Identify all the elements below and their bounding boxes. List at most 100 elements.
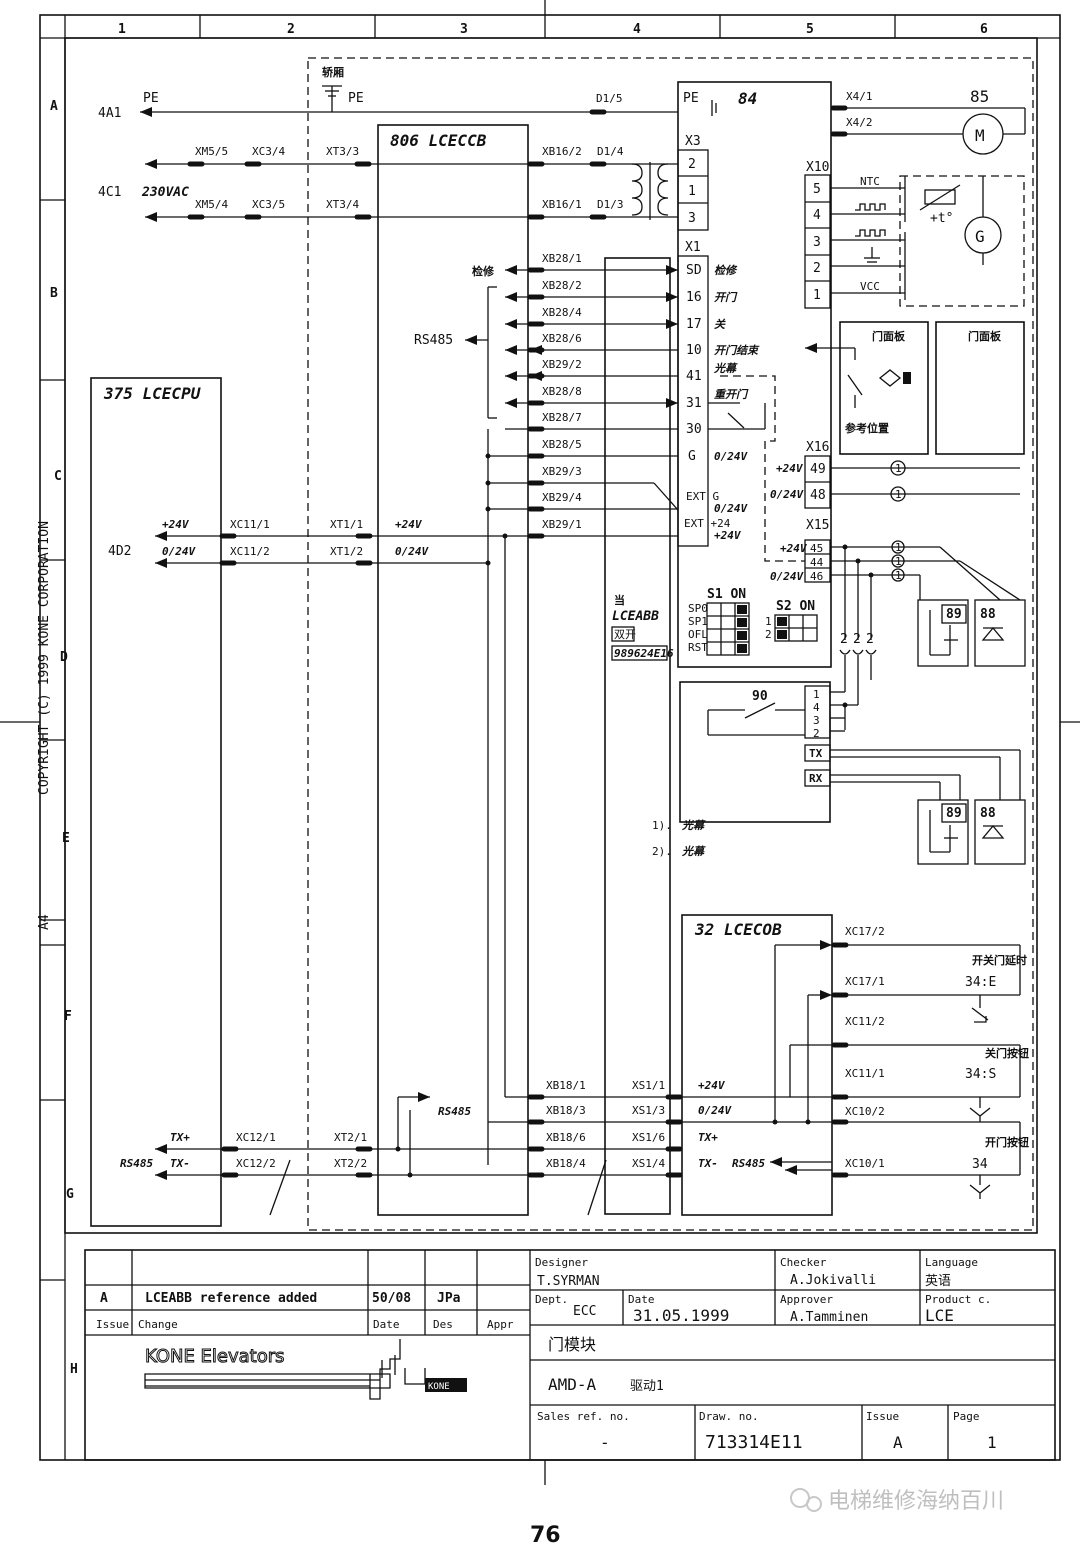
page-number: 76 bbox=[530, 1523, 561, 1548]
x1-pin-17: 17 bbox=[686, 317, 702, 332]
sensor-88-upper: 88 bbox=[980, 607, 996, 622]
rev-issue: A bbox=[100, 1291, 108, 1306]
door-panel-ref: 参考位置 bbox=[845, 421, 889, 435]
conn-d1-5: D1/5 bbox=[596, 92, 623, 105]
x16-c2: 1 bbox=[895, 488, 902, 501]
x15-c6: 2 bbox=[866, 632, 874, 647]
x10-ntc: NTC bbox=[860, 175, 880, 188]
row-label-a: A bbox=[50, 99, 58, 114]
page-value: 1 bbox=[987, 1433, 997, 1452]
x3-pin-2: 1 bbox=[688, 184, 696, 199]
conn-xb28-4: XB28/4 bbox=[542, 306, 582, 319]
grid-column-labels: 1 2 3 4 5 6 bbox=[118, 22, 988, 37]
conn-xb16-2: XB16/2 bbox=[542, 145, 582, 158]
hdr-designer: Designer bbox=[535, 1256, 588, 1269]
module-84-label: 84 bbox=[738, 89, 757, 108]
label-pe-84: PE bbox=[683, 91, 699, 106]
conn-x4-1: X4/1 bbox=[846, 90, 873, 103]
power-lines: +24V 0/24V 4D2 XC11/1 XC11/2 XT1/1 XT1/2… bbox=[108, 429, 530, 1165]
module-806-label: 806 LCECCB bbox=[390, 131, 487, 150]
door-panel-2 bbox=[935, 321, 1025, 455]
encoder-boundary bbox=[899, 175, 1025, 307]
x10-pin-1: 1 bbox=[813, 288, 821, 303]
kone-logo-icon: KONE bbox=[144, 1339, 467, 1400]
x15-c5: 2 bbox=[853, 632, 861, 647]
x1-desc-17: 关 bbox=[714, 318, 726, 331]
svg-text:M: M bbox=[975, 126, 985, 145]
conn-xs1-4: XS1/4 bbox=[632, 1157, 665, 1170]
rev-change: LCEABB reference added bbox=[145, 1291, 317, 1306]
motor-85: 85 M X4/1 X4/2 bbox=[830, 87, 1026, 155]
col-label-3: 3 bbox=[460, 22, 468, 37]
note-2: 2). bbox=[652, 845, 672, 858]
label-pe-car: PE bbox=[348, 91, 364, 106]
conn-xb28-5: XB28/5 bbox=[542, 438, 582, 451]
ccb-rs485: RS485 bbox=[438, 1105, 471, 1118]
col-label-5: 5 bbox=[806, 22, 814, 37]
s2-row-2: 2 bbox=[765, 628, 772, 641]
lceabb-box1: 双开 bbox=[614, 628, 636, 641]
notes: 1). 光幕 2). 光幕 bbox=[652, 819, 706, 858]
module-lceabb bbox=[604, 257, 671, 1215]
conn-xc3-4: XC3/4 bbox=[252, 145, 285, 158]
conn-xc10-1: XC10/1 bbox=[845, 1157, 885, 1170]
note-1: 1). bbox=[652, 819, 672, 832]
conn-xt2-2: XT2/2 bbox=[334, 1157, 367, 1170]
hdr-des: Des bbox=[433, 1318, 453, 1331]
s1-row-ofl: OFL bbox=[688, 628, 708, 641]
hdr-issue: Issue bbox=[96, 1318, 129, 1331]
sales-value: - bbox=[600, 1433, 610, 1452]
ccb-0-24v: 0/24V bbox=[395, 545, 429, 558]
x15-c4: 2 bbox=[840, 632, 848, 647]
door-panel-1 bbox=[839, 321, 929, 455]
x1-desc-g: 0/24V bbox=[714, 450, 748, 463]
module-375-lcecpu bbox=[90, 377, 222, 1227]
x15-label: X15 bbox=[806, 518, 829, 533]
s1-row-sp0: SP0 bbox=[688, 602, 708, 615]
x16-pin-49: 49 bbox=[810, 462, 826, 477]
x10-pin-3: 3 bbox=[813, 235, 821, 250]
x15-c2: 1 bbox=[895, 555, 902, 568]
s2-label: S2 ON bbox=[776, 599, 815, 614]
close-button-icon bbox=[969, 1107, 991, 1122]
conn-xm5-5: XM5/5 bbox=[195, 145, 228, 158]
sheet-size-label: A4 bbox=[37, 914, 52, 930]
sensor-89-lower: 89 bbox=[946, 806, 962, 821]
x10-pin-5: 5 bbox=[813, 182, 821, 197]
m90-pin-1: 1 bbox=[813, 688, 820, 701]
conn-xc11-2: XC11/2 bbox=[230, 545, 270, 558]
x1-pin-31: 31 bbox=[686, 396, 702, 411]
row-label-g: G bbox=[66, 1187, 74, 1202]
date-value: 31.05.1999 bbox=[633, 1306, 729, 1325]
x16-pin-48: 48 bbox=[810, 488, 826, 503]
light-curtain-lower: 89 88 bbox=[917, 799, 1026, 865]
pe-line: 4A1 PE PE D1/5 PE bbox=[98, 85, 717, 121]
x1-pin-g: G bbox=[688, 449, 696, 464]
col-label-2: 2 bbox=[287, 22, 295, 37]
conn-xc12-1: XC12/1 bbox=[236, 1131, 276, 1144]
cob-24v: +24V bbox=[698, 1079, 726, 1092]
hdr-product: Product c. bbox=[925, 1293, 991, 1306]
x10-pin-4: 4 bbox=[813, 208, 821, 223]
col-label-6: 6 bbox=[980, 22, 988, 37]
designer-value: T.SYRMAN bbox=[537, 1274, 600, 1289]
x1-label: X1 bbox=[685, 240, 701, 255]
title-drive: 驱动1 bbox=[630, 1379, 664, 1394]
x1-pin-30: 30 bbox=[686, 422, 702, 437]
hdr-issue-tb: Issue bbox=[866, 1410, 899, 1423]
conn-xb28-7: XB28/7 bbox=[542, 411, 582, 424]
proximity-sensor-icon bbox=[878, 369, 902, 387]
btn-delay-label: 开关门延时 bbox=[972, 953, 1027, 967]
module-806-lceccb bbox=[377, 124, 529, 1216]
conn-d1-4: D1/4 bbox=[597, 145, 624, 158]
x16-c1: 1 bbox=[895, 462, 902, 475]
delay-button-icon bbox=[974, 1016, 987, 1023]
module-90-terminals: 1 4 3 2 TX RX bbox=[707, 685, 1021, 800]
col-label-4: 4 bbox=[633, 22, 641, 37]
light-curtain-upper: 89 88 bbox=[917, 599, 1026, 667]
m90-pin-3: 3 bbox=[813, 714, 820, 727]
pulse-b-icon bbox=[855, 229, 886, 237]
x1-pin-ext-g: EXT G bbox=[686, 490, 719, 503]
s1-label: S1 ON bbox=[707, 587, 746, 602]
x1-terminal: X1 bbox=[677, 240, 709, 547]
